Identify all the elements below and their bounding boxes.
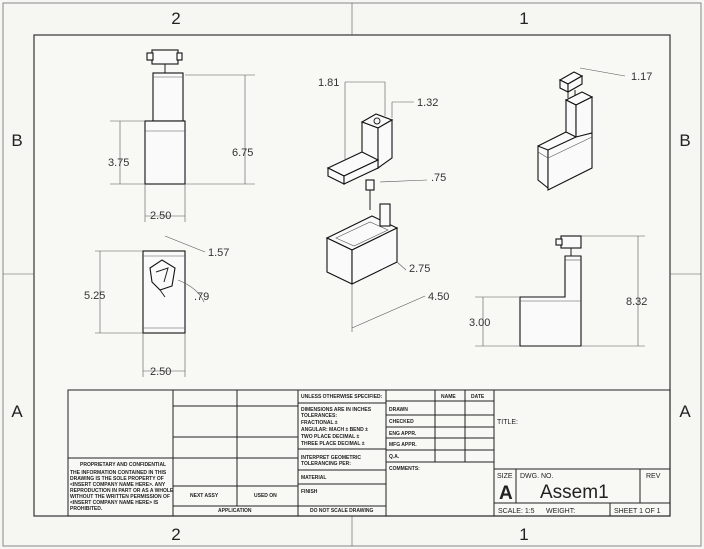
weight-label: WEIGHT:	[546, 508, 575, 515]
scale-label: SCALE: 1:5	[498, 508, 535, 515]
zone-label-bottom-2: 2	[171, 525, 180, 544]
prop-line-6: <INSERT COMPANY NAME HERE> IS	[70, 500, 159, 506]
dim-3-75: 3.75	[108, 157, 129, 169]
zone-label-top-1: 1	[519, 9, 528, 28]
dim-2-75: 2.75	[409, 263, 430, 275]
used-on-label: USED ON	[254, 493, 277, 499]
zone-label-left-b: B	[11, 131, 22, 150]
prop-line-2: DRAWING IS THE SOLE PROPERTY OF	[70, 476, 164, 482]
row-qa: Q.A.	[389, 454, 400, 460]
zone-label-right-b: B	[679, 131, 690, 150]
prop-line-3: <INSERT COMPANY NAME HERE>. ANY	[70, 482, 166, 488]
dim-3-00: 3.00	[469, 317, 490, 329]
material-label: MATERIAL	[301, 475, 326, 481]
dim-1-81: 1.81	[318, 77, 339, 89]
isometric-view[interactable]: 1.17	[537, 67, 652, 191]
title-label: TITLE:	[497, 419, 518, 426]
zone-label-top-2: 2	[171, 9, 180, 28]
name-header: NAME	[441, 394, 456, 400]
proprietary-title: PROPRIETARY AND CONFIDENTIAL	[80, 462, 166, 468]
size-value: A	[499, 483, 513, 504]
title-block: PROPRIETARY AND CONFIDENTIAL THE INFORMA…	[67, 389, 671, 517]
dim-1-17: 1.17	[631, 71, 652, 83]
front-view[interactable]: 3.75 6.75 2.50	[108, 49, 255, 222]
top-view[interactable]: 1.57 5.25 .79 2.50	[84, 235, 229, 378]
prop-line-1: THE INFORMATION CONTAINED IN THIS	[70, 470, 167, 476]
rev-label: REV	[646, 473, 661, 480]
dim-2-50-top: 2.50	[150, 366, 171, 378]
tol-line-6: THREE PLACE DECIMAL ±	[301, 441, 365, 447]
row-checked: CHECKED	[389, 419, 414, 425]
row-eng-appr: ENG APPR.	[389, 431, 417, 437]
size-label: SIZE	[497, 473, 513, 480]
dim-1-57: 1.57	[208, 247, 229, 259]
zone-label-left-a: A	[11, 402, 23, 421]
tol-line-1: DIMENSIONS ARE IN INCHES	[301, 407, 372, 413]
isometric-exploded-view[interactable]: 1.81 1.32 .75 2.75 4.50	[318, 77, 449, 332]
dim-2-50-front: 2.50	[150, 210, 171, 222]
zone-label-bottom-1: 1	[519, 525, 528, 544]
interpret-label: INTERPRET GEOMETRIC	[301, 455, 361, 461]
date-header: DATE	[471, 394, 485, 400]
dim-1-32: 1.32	[417, 97, 438, 109]
zone-label-right-a: A	[679, 402, 691, 421]
dim-4-50: 4.50	[428, 291, 449, 303]
comments-label: COMMENTS:	[389, 466, 420, 472]
finish-label: FINISH	[301, 489, 318, 495]
dim-5-25: 5.25	[84, 290, 105, 302]
next-assy-label: NEXT ASSY	[190, 493, 219, 499]
dim-8-32: 8.32	[626, 296, 647, 308]
prop-line-4: REPRODUCTION IN PART OR AS A WHOLE	[70, 488, 174, 494]
prop-line-5: WITHOUT THE WRITTEN PERMISSION OF	[70, 494, 170, 500]
sheet-label: SHEET 1 OF 1	[614, 508, 661, 515]
dwg-no-label: DWG. NO.	[520, 473, 553, 480]
do-not-scale-label: DO NOT SCALE DRAWING	[310, 508, 373, 514]
tol-line-5: TWO PLACE DECIMAL ±	[301, 434, 359, 440]
tol-line-3: FRACTIONAL ±	[301, 420, 338, 426]
tol-line-2: TOLERANCES:	[301, 413, 337, 419]
row-mfg-appr: MFG APPR.	[389, 442, 417, 448]
dim-6-75: 6.75	[232, 147, 253, 159]
unless-specified: UNLESS OTHERWISE SPECIFIED:	[301, 394, 383, 400]
dim-0-75: .75	[431, 172, 446, 184]
row-drawn: DRAWN	[389, 407, 408, 413]
tol-line-4: ANGULAR: MACH ± BEND ±	[301, 427, 368, 433]
side-view[interactable]: 8.32 3.00	[469, 235, 647, 347]
application-label: APPLICATION	[218, 508, 252, 514]
tolerancing-label: TOLERANCING PER:	[301, 461, 351, 467]
dwg-no-value: Assem1	[540, 482, 609, 503]
prop-line-7: PROHIBITED.	[70, 506, 103, 512]
dim-79: .79	[194, 291, 209, 303]
